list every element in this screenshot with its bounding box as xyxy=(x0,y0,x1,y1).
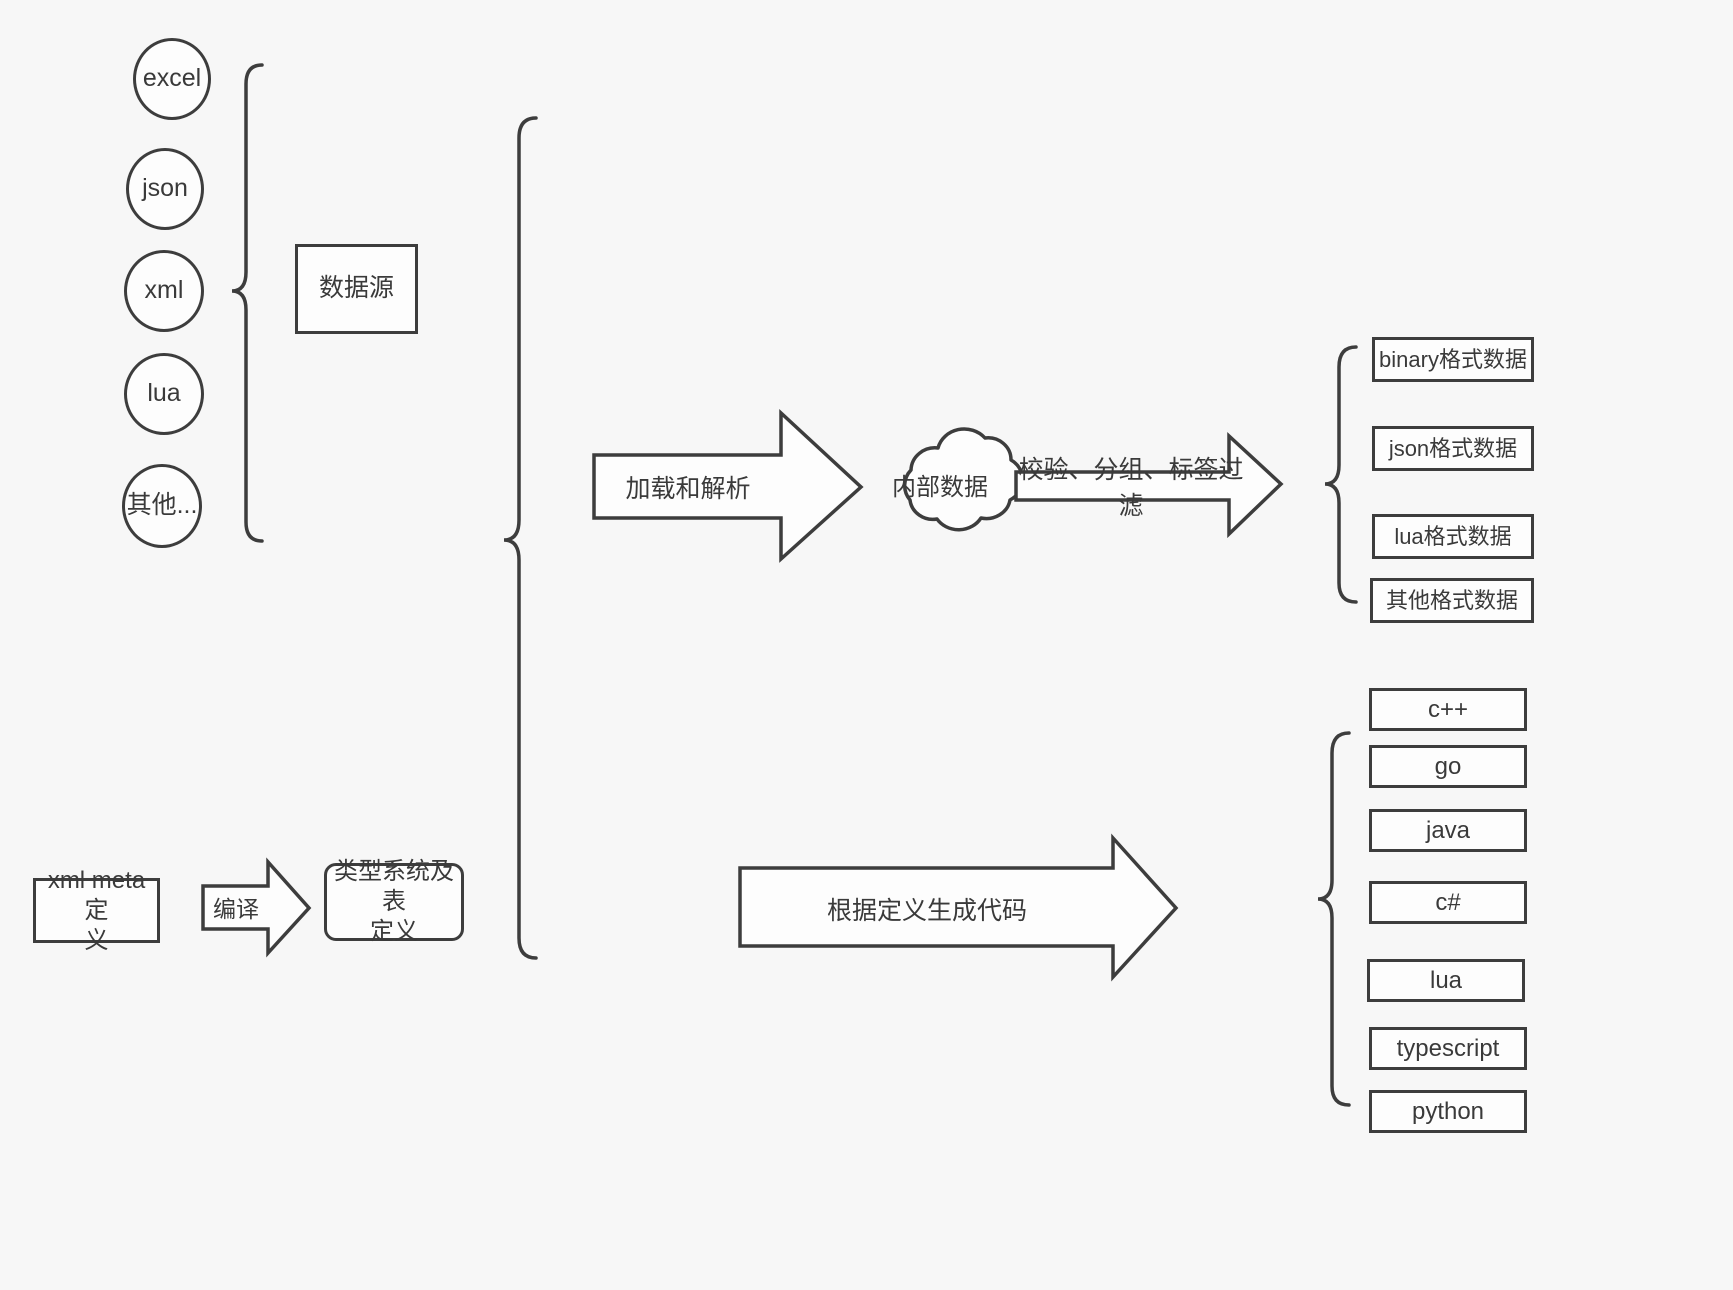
pipeline-input-brace xyxy=(503,116,538,960)
language-box-cpp[interactable]: c++ xyxy=(1369,688,1527,731)
codegen-arrow-label: 根据定义生成代码 xyxy=(740,889,1114,929)
source-circle-xml[interactable]: xml xyxy=(124,250,204,332)
output-format-box-json-label: json格式数据 xyxy=(1388,435,1518,461)
language-box-lua[interactable]: lua xyxy=(1367,959,1525,1002)
compile-arrow-label: 编译 xyxy=(203,890,269,924)
language-box-go-label: go xyxy=(1434,752,1462,780)
xml-meta-definition-label: xml meta定 义 xyxy=(47,866,146,954)
output-format-box-json[interactable]: json格式数据 xyxy=(1372,426,1534,471)
languages-brace xyxy=(1317,731,1351,1107)
output-format-box-binary[interactable]: binary格式数据 xyxy=(1372,337,1534,382)
language-box-java-label: java xyxy=(1425,816,1471,844)
load-parse-arrow-label: 加载和解析 xyxy=(594,467,782,507)
source-circle-other-label: 其他... xyxy=(126,491,198,520)
validate-filter-arrow-text: 校验、分组、标签过滤 xyxy=(1018,456,1244,520)
language-box-python-label: python xyxy=(1411,1097,1485,1125)
output-format-box-lua-label: lua格式数据 xyxy=(1394,523,1512,549)
sources-brace xyxy=(231,63,264,543)
source-circle-json[interactable]: json xyxy=(126,148,204,230)
output-formats-brace xyxy=(1324,345,1358,604)
compile-arrow-text: 编译 xyxy=(213,896,259,922)
language-box-csharp[interactable]: c# xyxy=(1369,881,1527,924)
language-box-java[interactable]: java xyxy=(1369,809,1527,852)
source-circle-lua-label: lua xyxy=(147,379,181,408)
source-circle-excel[interactable]: excel xyxy=(133,38,211,120)
data-source-box[interactable]: 数据源 xyxy=(295,244,418,334)
type-system-label: 类型系统及表 定义 xyxy=(334,858,454,945)
source-circle-xml-label: xml xyxy=(144,276,184,305)
load-parse-arrow-text: 加载和解析 xyxy=(625,475,751,503)
output-format-box-lua[interactable]: lua格式数据 xyxy=(1372,514,1534,559)
output-format-box-other[interactable]: 其他格式数据 xyxy=(1370,578,1534,623)
source-circle-json-label: json xyxy=(142,174,188,203)
data-source-box-label: 数据源 xyxy=(318,274,394,303)
language-box-go[interactable]: go xyxy=(1369,745,1527,788)
type-system-box[interactable]: 类型系统及表 定义 xyxy=(324,858,464,945)
output-format-box-binary-label: binary格式数据 xyxy=(1379,346,1527,372)
internal-data-label: 内部数据 xyxy=(888,467,992,501)
language-box-typescript[interactable]: typescript xyxy=(1369,1027,1527,1070)
source-circle-excel-label: excel xyxy=(142,64,202,93)
language-box-typescript-label: typescript xyxy=(1396,1034,1500,1062)
output-format-box-other-label: 其他格式数据 xyxy=(1385,587,1518,613)
source-circle-lua[interactable]: lua xyxy=(124,353,204,435)
validate-filter-arrow-label: 校验、分组、标签过滤 xyxy=(1016,456,1246,520)
language-box-lua-label: lua xyxy=(1429,966,1463,994)
internal-data-text: 内部数据 xyxy=(892,473,988,501)
codegen-arrow-text: 根据定义生成代码 xyxy=(826,897,1027,925)
source-circle-other[interactable]: 其他... xyxy=(122,464,202,548)
language-box-cpp-label: c++ xyxy=(1427,695,1469,723)
xml-meta-definition-box[interactable]: xml meta定 义 xyxy=(33,867,160,954)
language-box-csharp-label: c# xyxy=(1435,888,1461,916)
language-box-python[interactable]: python xyxy=(1369,1090,1527,1133)
